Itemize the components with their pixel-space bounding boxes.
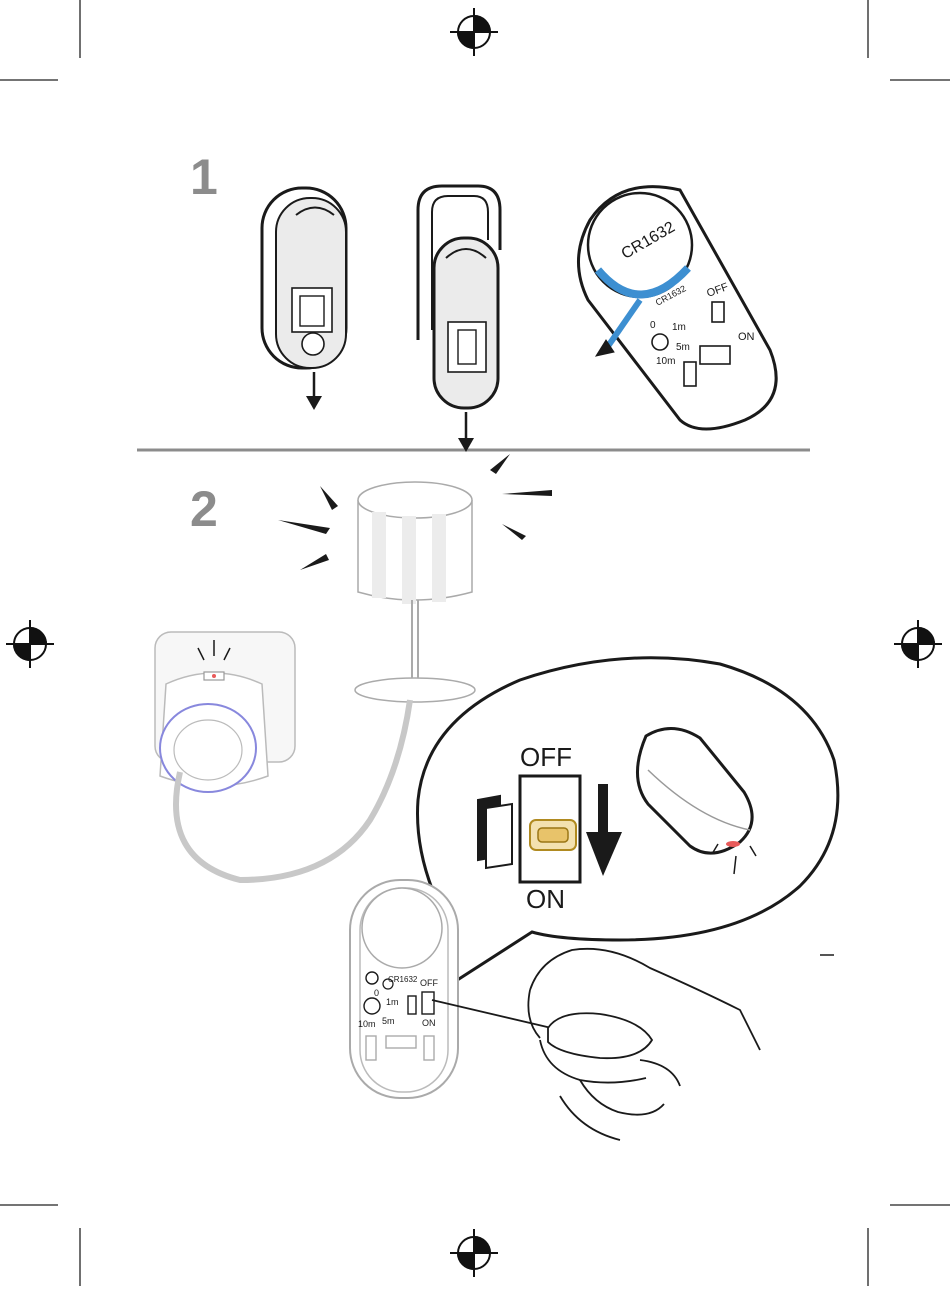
small-timer-0: 0 (374, 988, 379, 998)
hand-screwdriver (432, 949, 760, 1140)
arrow-head (306, 396, 322, 410)
lamp (355, 482, 475, 702)
battery-compartment (578, 187, 776, 429)
timer-0-label: 0 (650, 320, 656, 331)
switch-on-label: ON (738, 331, 755, 343)
callout-on-label: ON (526, 884, 565, 914)
timer-10m-label: 10m (656, 356, 675, 367)
wall-socket (155, 632, 410, 880)
registration-mark-right (894, 620, 942, 668)
step-number-2: 2 (190, 484, 218, 534)
timer-1m-label: 1m (672, 322, 686, 333)
registration-mark-bottom (450, 1229, 498, 1277)
small-timer-1m: 1m (386, 997, 399, 1007)
step-number-1: 1 (190, 152, 218, 202)
callout-off-label: OFF (520, 742, 572, 772)
small-battery-label: CR1632 (388, 975, 418, 984)
small-on-label: ON (422, 1018, 436, 1028)
device-adjust (350, 880, 458, 1098)
device-back-cover (262, 188, 346, 368)
device-open-clip (418, 186, 500, 408)
small-off-label: OFF (420, 978, 438, 988)
timer-5m-label: 5m (676, 342, 690, 353)
small-timer-5m: 5m (382, 1016, 395, 1026)
registration-mark-top (450, 8, 498, 56)
callout-bubble (418, 658, 838, 1004)
registration-mark-left (6, 620, 54, 668)
small-timer-10m: 10m (358, 1019, 376, 1029)
